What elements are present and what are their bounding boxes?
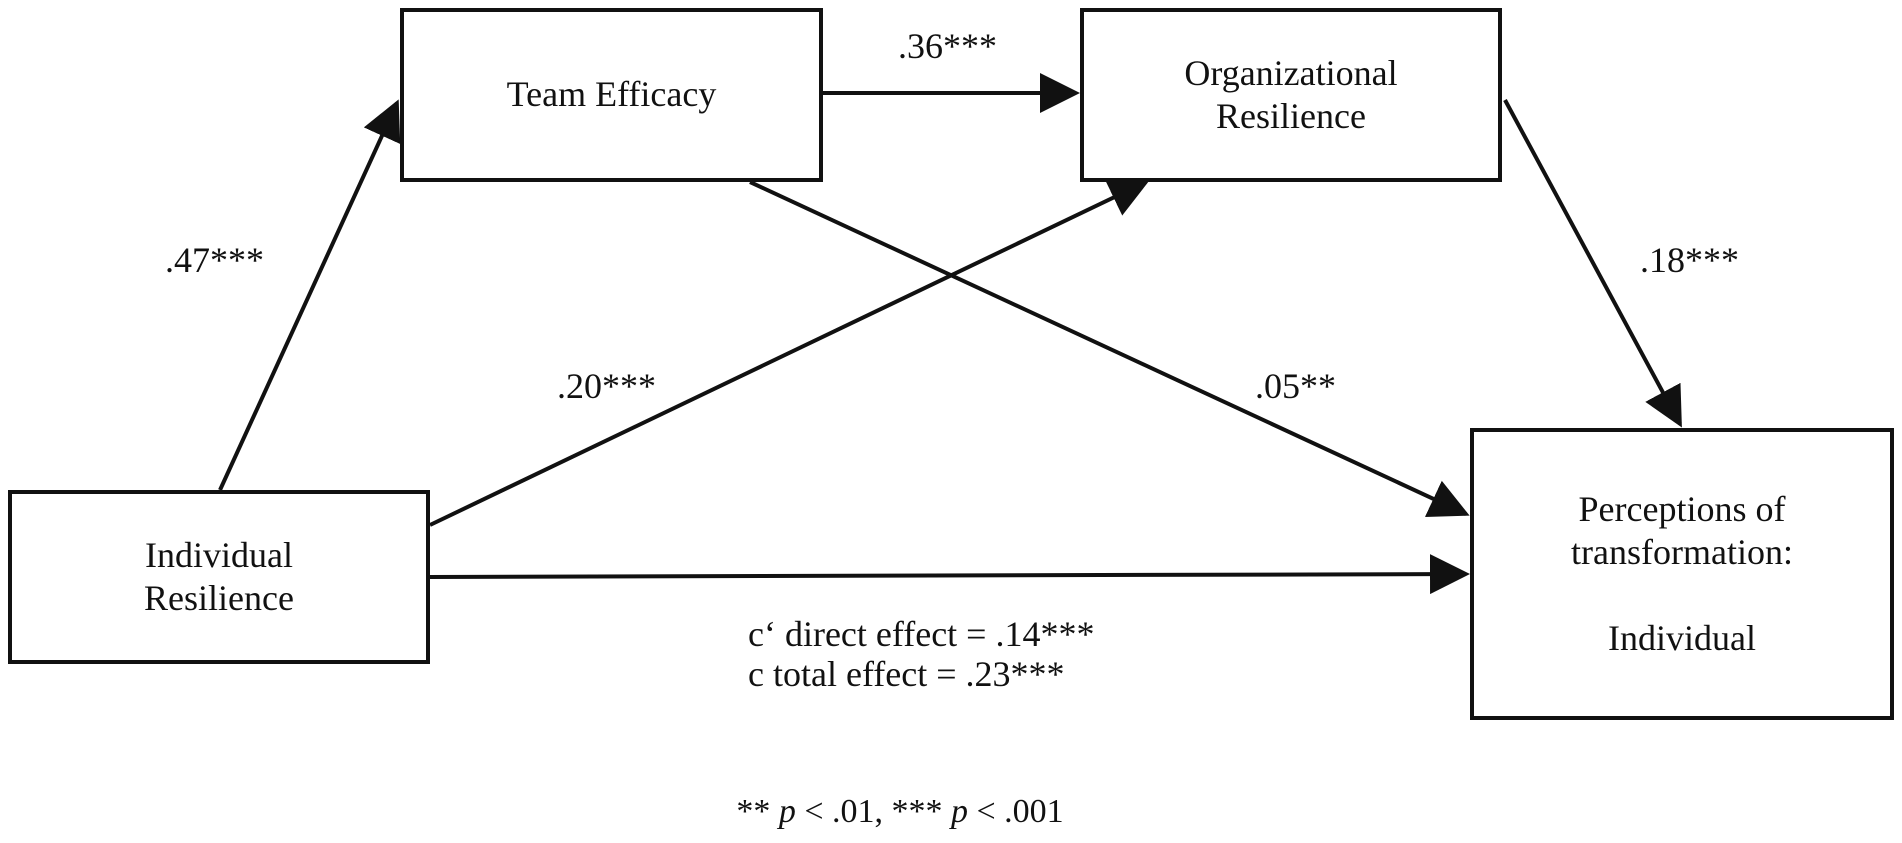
coefficient-team-efficacy-to-organizational-resilience: .36***	[898, 26, 997, 66]
significance-note-part-3: < .001	[968, 793, 1064, 830]
significance-note-part-1: **	[736, 793, 779, 830]
perceptions-box: Perceptions of transformation: Individua…	[1470, 428, 1894, 720]
p-symbol-1: p	[778, 793, 796, 830]
coefficient-organizational-resilience-to-perceptions: .18***	[1640, 240, 1739, 280]
arrow-organizational-resilience-to-perceptions	[1503, 99, 1682, 428]
arrow-team-efficacy-to-perceptions	[749, 180, 1470, 518]
coefficient-individual-to-team-efficacy: .47***	[165, 240, 264, 280]
organizational-resilience-box: Organizational Resilience	[1080, 8, 1502, 182]
team-efficacy-box: Team Efficacy	[400, 8, 823, 182]
direct-effect-text: c‘ direct effect = .14***	[748, 614, 1095, 654]
arrow-individual-to-team-efficacy	[218, 99, 401, 491]
total-effect-text: c total effect = .23***	[748, 654, 1065, 694]
organizational-resilience-label: Organizational Resilience	[1184, 52, 1398, 136]
arrow-individual-to-perceptions-direct	[429, 554, 1470, 595]
coefficient-individual-to-organizational-resilience: .20***	[557, 366, 656, 406]
individual-resilience-box: Individual Resilience	[8, 490, 430, 664]
team-efficacy-label: Team Efficacy	[506, 74, 717, 115]
individual-resilience-label: Individual Resilience	[144, 534, 294, 618]
perceptions-label: Perceptions of transformation: Individua…	[1571, 488, 1793, 659]
significance-note-part-2: < .01, ***	[795, 793, 951, 830]
arrow-individual-to-organizational-resilience	[429, 179, 1150, 527]
p-symbol-2: p	[951, 793, 968, 830]
significance-note: ** p < .01, *** p < .001	[0, 793, 1800, 831]
coefficient-team-efficacy-to-perceptions: .05**	[1255, 366, 1336, 406]
